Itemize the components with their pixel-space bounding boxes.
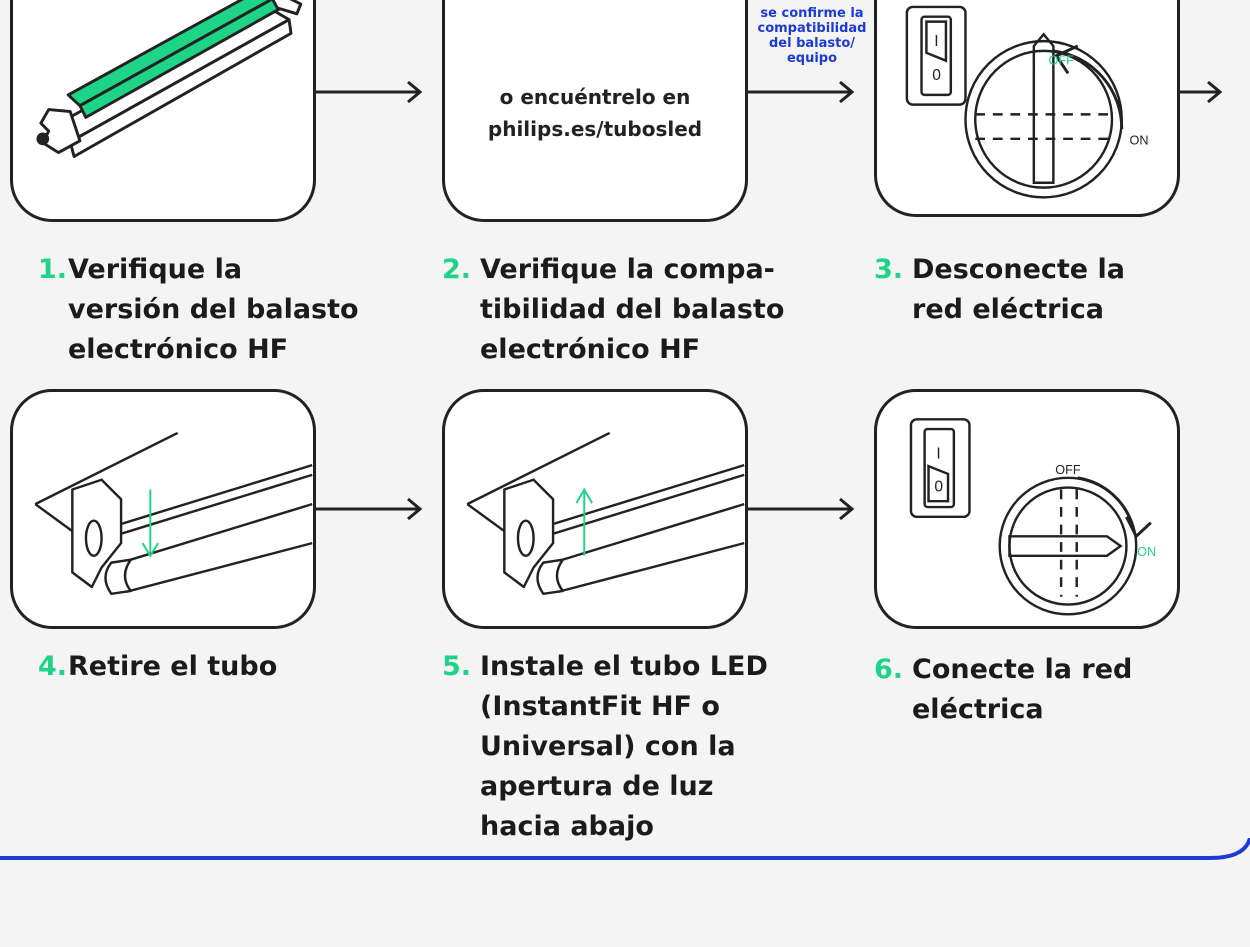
rocker-one-top: I (934, 33, 938, 50)
on-label-bottom: ON (1137, 545, 1156, 559)
bottom-divider (0, 838, 1250, 860)
arrow-right-icon (1180, 80, 1223, 104)
compatibility-note: se confirme la compatibilidad del balast… (757, 6, 867, 66)
rocker-zero-bottom: 0 (934, 478, 943, 495)
fluorescent-ballast-icon (36, 0, 303, 158)
step6-switch-on-panel: OFF ON I 0 (874, 389, 1180, 629)
arrow-right-icon (748, 497, 855, 521)
step-5-label: 5.Instale el tubo LED (InstantFit HF o U… (442, 651, 768, 842)
tube-install-illustration (466, 431, 745, 596)
step-2-label: 2.Verifique la compa- tibilidad del bala… (442, 254, 785, 365)
step5-install-tube-panel (442, 389, 748, 629)
step-4-label: 4.Retire el tubo (38, 651, 278, 682)
step2-compatibility-panel: o encuéntrelo en philips.es/tubosled (442, 0, 748, 222)
on-label-top: ON (1130, 134, 1149, 148)
tube-removal-illustration (34, 431, 313, 596)
step4-remove-tube-panel (10, 389, 316, 629)
step-3-label: 3.Desconecte la red eléctrica (874, 254, 1125, 325)
arrow-right-icon (748, 80, 855, 104)
panel2-url: philips.es/tubosled (487, 117, 703, 141)
switch-off-illustration: OFF ON I 0 (905, 5, 1149, 199)
step-1-label: 1.Verifique la versión del balasto elect… (38, 254, 359, 365)
arrow-right-icon (316, 497, 423, 521)
off-label-bottom: OFF (1055, 463, 1081, 477)
step3-switch-off-panel: OFF ON I 0 (874, 0, 1180, 217)
rocker-zero-top: 0 (932, 67, 941, 84)
switch-on-illustration: OFF ON I 0 (909, 418, 1156, 616)
rocker-one-bottom: I (936, 445, 940, 462)
step1-ballast-panel (10, 0, 316, 222)
panel2-text-line1: o encuéntrelo en (499, 85, 691, 109)
step-6-label: 6.Conecte la red eléctrica (874, 654, 1133, 725)
off-label-top: OFF (1048, 54, 1074, 68)
arrow-right-icon (316, 80, 423, 104)
